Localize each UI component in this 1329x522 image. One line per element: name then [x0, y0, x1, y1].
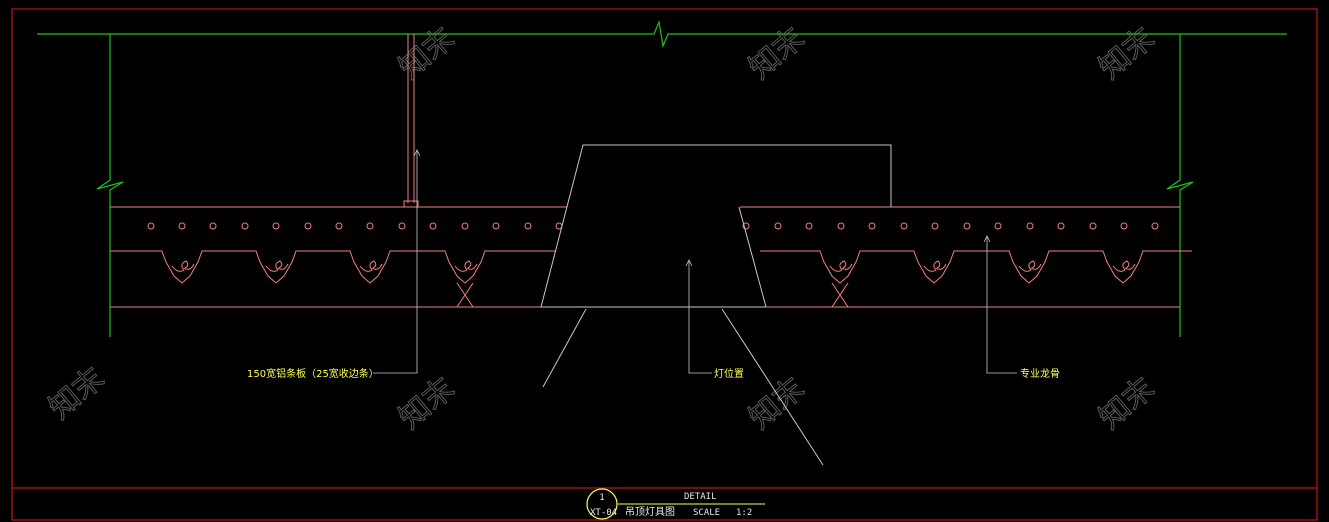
watermark-logo: 知末 [743, 21, 811, 86]
keel-hole [868, 222, 876, 230]
keel-hole [241, 222, 249, 230]
keel-hole [1120, 222, 1128, 230]
keel-hole [147, 222, 155, 230]
title-block: 1 XT-04 DETAIL 吊顶灯具图 SCALE 1:2 [586, 488, 765, 520]
label-strip-panel: 150宽铝条板（25宽收边条） [247, 367, 379, 380]
label-keel: 专业龙骨 [1020, 367, 1060, 380]
title-name: 吊顶灯具图 [625, 506, 675, 518]
panel-clip [1018, 260, 1042, 272]
clip-brace [831, 282, 849, 308]
watermark-logo: 知末 [393, 21, 461, 86]
panel-clip [171, 260, 195, 272]
keel-hole [1089, 222, 1097, 230]
panel-clips [171, 260, 1136, 308]
panel-clip [829, 260, 853, 272]
keel-hole [805, 222, 813, 230]
watermark-logo: 知末 [393, 371, 461, 436]
watermark-logo: 知末 [1093, 21, 1161, 86]
panel-clip [359, 260, 383, 272]
keel-hole [837, 222, 845, 230]
watermark-logo: 知末 [43, 361, 111, 426]
title-sheet-code: XT-04 [590, 508, 617, 518]
keel-hole [492, 222, 500, 230]
label-light-position: 灯位置 [714, 367, 744, 380]
title-scale-value: 1:2 [736, 508, 752, 518]
keel-hole [1151, 222, 1159, 230]
panel-clip [454, 260, 478, 272]
keel-hole [774, 222, 782, 230]
keel-hole [1026, 222, 1034, 230]
keel-hole [931, 222, 939, 230]
watermark-logo: 知末 [743, 371, 811, 436]
keel-holes [147, 222, 1159, 230]
ceiling-system [110, 34, 1192, 308]
drawing-frame [11, 8, 1318, 521]
keel-hole [272, 222, 280, 230]
keel-hole [335, 222, 343, 230]
light-fixture [540, 144, 892, 466]
keel-hole [429, 222, 437, 230]
title-circle-number: 1 [599, 493, 604, 503]
panel-clip [1112, 260, 1136, 272]
structure-lines [37, 19, 1287, 337]
watermark-layer: 知末知末知末知末知末知末知末 [42, 20, 1161, 436]
keel-hole [209, 222, 217, 230]
keel-hole [963, 222, 971, 230]
leader-lines [373, 149, 1017, 374]
title-scale-label: SCALE [693, 508, 720, 518]
keel-hole [994, 222, 1002, 230]
panel-clip [265, 260, 289, 272]
keel-hole [366, 222, 374, 230]
title-detail-label: DETAIL [684, 492, 717, 502]
keel-hole [742, 222, 750, 230]
keel-hole [900, 222, 908, 230]
keel-hole [461, 222, 469, 230]
keel-hole [178, 222, 186, 230]
clip-brace [456, 282, 474, 308]
keel-hole [524, 222, 532, 230]
keel-hole [398, 222, 406, 230]
keel-hole [304, 222, 312, 230]
panel-clip [923, 260, 947, 272]
watermark-logo: 知末 [1093, 371, 1161, 436]
keel-hole [1057, 222, 1065, 230]
